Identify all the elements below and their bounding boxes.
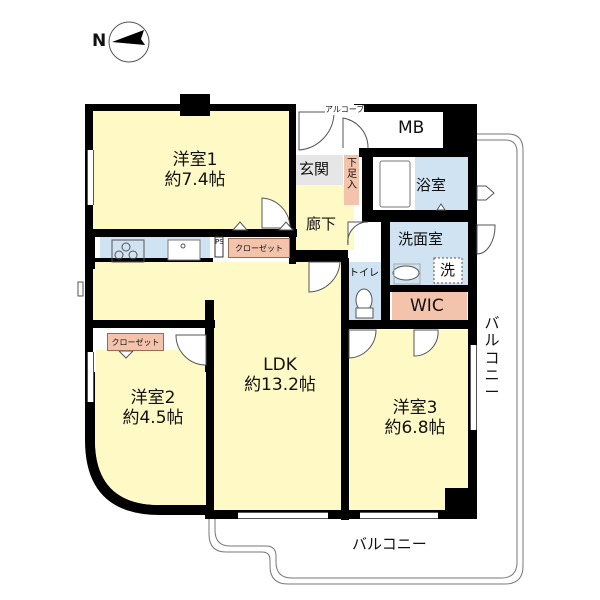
room-size: 約4.5帖 xyxy=(122,408,184,429)
western-room-3 xyxy=(350,330,468,512)
wall-mb-top xyxy=(354,104,474,112)
wall-bath-left xyxy=(362,148,373,218)
shoe-box xyxy=(344,155,359,205)
wall-w2-top xyxy=(85,320,215,328)
bathroom-label: 浴室 xyxy=(416,176,447,194)
western-room-2-label: 洋室2 約4.5帖 xyxy=(108,388,198,429)
shoe-box-text: 下足入 xyxy=(347,158,357,191)
north-label: N xyxy=(92,31,107,51)
entrance-label: 玄関 xyxy=(299,160,330,178)
room-name: LDK xyxy=(263,355,297,375)
wall-core-top xyxy=(443,104,473,154)
room-name: 洋室3 xyxy=(392,398,438,418)
north-arrow-icon xyxy=(108,21,150,63)
closet-2: クローゼット xyxy=(107,333,164,351)
wall-kitchen-bottom xyxy=(85,258,213,262)
mb-label: MB xyxy=(398,118,425,138)
room-size: 約13.2帖 xyxy=(244,375,316,396)
compass: N xyxy=(92,20,162,65)
washroom-label: 洗面室 xyxy=(398,230,444,248)
wall-column-top xyxy=(180,94,210,116)
wall-left-mid xyxy=(85,262,93,322)
wall-bath-bottom xyxy=(362,210,474,222)
alcove-label: アルコーブ xyxy=(325,105,365,115)
mb-box xyxy=(370,112,444,149)
window-ldk-bottom xyxy=(238,512,328,519)
balcony-right-label: バルコニー xyxy=(483,314,501,401)
wall-mb-bottom xyxy=(359,148,474,157)
entrance xyxy=(296,155,343,185)
shoe-box-label: 下足入 xyxy=(345,158,359,191)
wall-w2-left xyxy=(85,320,93,375)
room-size: 約7.4帖 xyxy=(164,170,226,191)
western-room-1-label: 洋室1 約7.4帖 xyxy=(150,150,240,191)
ps-text: PS xyxy=(215,238,224,246)
wic-label: WIC xyxy=(410,296,444,316)
window-w1-left xyxy=(87,150,94,205)
window-w3-right xyxy=(470,345,477,430)
ps-label: PS xyxy=(215,238,224,246)
wall-w1-bottom xyxy=(85,229,297,237)
ldk-label: LDK 約13.2帖 xyxy=(225,355,335,396)
room-name: 洋室1 xyxy=(172,150,218,170)
bathroom xyxy=(415,157,470,210)
hallway-label: 廊下 xyxy=(306,215,337,233)
room-size: 約6.8帖 xyxy=(384,418,446,439)
window-w3-bottom xyxy=(360,512,438,519)
wall-hall-right xyxy=(289,104,296,264)
wic xyxy=(392,292,467,320)
wall-kitchen-left xyxy=(85,229,95,269)
ldk-area xyxy=(213,262,341,512)
balcony-bottom-label: バルコニー xyxy=(352,535,427,553)
window-w2-left xyxy=(87,352,94,402)
wall-hall-bottom xyxy=(296,250,348,262)
toilet-label: トイレ xyxy=(349,268,379,279)
closet-1: クローゼット xyxy=(228,238,290,258)
wall-wash-bottom xyxy=(381,285,476,292)
wall-w3-top xyxy=(341,320,476,329)
wall-outer-right xyxy=(468,104,477,519)
wall-w2-right xyxy=(205,300,214,515)
washer-label: 洗 xyxy=(440,261,456,279)
room-name: 洋室2 xyxy=(130,388,176,408)
wall-ldk-right xyxy=(341,258,349,520)
balcony-right-text: バルコニー xyxy=(484,314,500,401)
wall-toilet-right xyxy=(381,222,390,327)
western-room-3-label: 洋室3 約6.8帖 xyxy=(370,398,460,439)
western-room-1 xyxy=(93,110,291,230)
